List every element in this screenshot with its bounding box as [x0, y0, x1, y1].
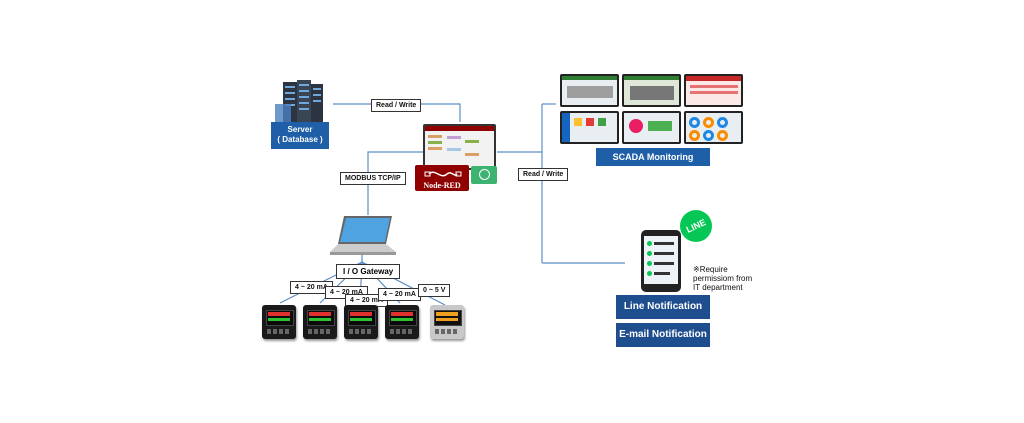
signal-label-1: 4 ~ 20 mA	[290, 281, 333, 294]
scada-screen-5	[622, 111, 681, 144]
node-red-logo: Node-RED	[415, 165, 469, 191]
line-app-icon: LINE	[680, 210, 712, 242]
voltage-meter	[430, 305, 464, 339]
laptop-icon	[330, 216, 398, 256]
temperature-controller-2	[303, 305, 337, 339]
nodered-laptop-link	[367, 151, 425, 215]
permission-note: ※Require permissiom from IT department	[693, 265, 752, 292]
temperature-controller-3	[344, 305, 378, 339]
scada-screen-1	[560, 74, 619, 107]
temperature-controller-4	[385, 305, 419, 339]
scada-display-wall	[560, 74, 745, 148]
line-app-icon-text: LINE	[684, 217, 708, 235]
server-database-label: Server ( Database )	[271, 122, 329, 149]
permission-note-line2: permissiom from	[693, 274, 753, 283]
server-read-write-label: Read / Write	[371, 99, 422, 112]
signal-label-5: 0 ~ 5 V	[418, 284, 451, 297]
dashboard-green-icon	[471, 166, 497, 184]
node-red-label: Node-RED	[423, 181, 461, 190]
scada-screen-6	[684, 111, 743, 144]
email-notification-label: E-mail Notification	[616, 323, 710, 347]
scada-monitoring-label: SCADA Monitoring System	[596, 148, 710, 180]
temperature-controller-1	[262, 305, 296, 339]
server-label-line2: ( Database )	[277, 135, 323, 144]
scada-screen-3	[684, 74, 743, 107]
modbus-label: MODBUS TCP/IP	[340, 172, 406, 185]
server-label-line1: Server	[287, 125, 313, 134]
node-red-monitor	[423, 124, 496, 170]
server-rack-icon	[275, 80, 330, 126]
smartphone-icon	[641, 230, 681, 292]
line-notification-label: Line Notification	[616, 295, 710, 319]
scada-read-write-label: Read / Write	[518, 168, 569, 181]
signal-label-4: 4 ~ 20 mA	[378, 288, 421, 301]
scada-screen-2	[622, 74, 681, 107]
node-red-flow-icon	[424, 171, 462, 177]
permission-note-line3: IT department	[693, 283, 743, 292]
permission-note-line1: ※Require	[693, 265, 728, 274]
scada-screen-4	[560, 111, 619, 144]
io-gateway-label: I / O Gateway	[336, 264, 401, 279]
